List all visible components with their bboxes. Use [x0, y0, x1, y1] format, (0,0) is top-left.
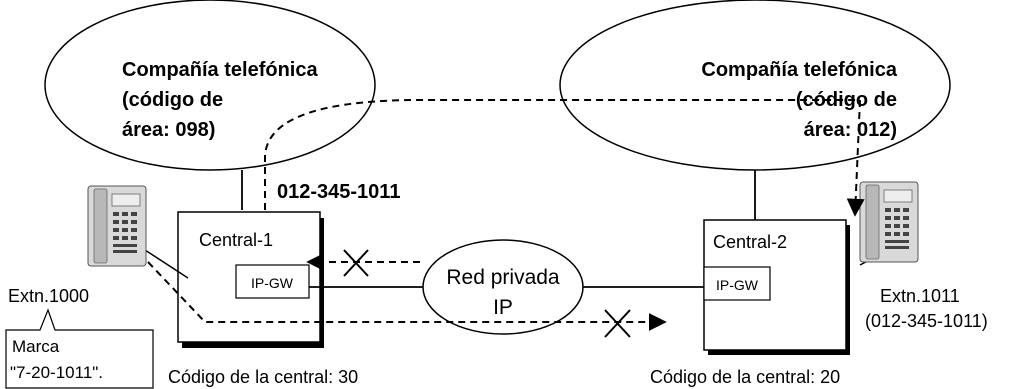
- cloud-right-line3: área: 012): [804, 119, 897, 141]
- dialed-number: 012-345-1011: [277, 181, 400, 203]
- failed-route-to-central-2: [147, 261, 667, 331]
- telephone-icon: [859, 181, 919, 263]
- network-line1: Red privada: [446, 266, 560, 289]
- private-ip-network: Red privada IP: [422, 239, 584, 335]
- ip-gw-label-left: IP-GW: [251, 275, 294, 291]
- callout-line2: "7-20-1011".: [10, 363, 103, 382]
- blocked-x-icon: [604, 309, 631, 338]
- cloud-left-line3: área: 098): [122, 119, 215, 141]
- dial-callout: Marca "7-20-1011".: [5, 308, 154, 389]
- cloud-left-line1: Compañía telefónica: [122, 59, 318, 81]
- pbx-central-2: Central-2 IP-GW: [703, 219, 850, 355]
- blocked-x-icon: [343, 249, 369, 277]
- ip-gw-label-right: IP-GW: [716, 277, 759, 293]
- call-route-via-pstn: [264, 99, 865, 217]
- ip-gw-box-left: [235, 264, 310, 299]
- link-phone-left: [144, 249, 189, 279]
- pbx-central-1: Central-1 IP-GW: [177, 211, 324, 348]
- central-2-code: Código de la central: 20: [650, 367, 840, 387]
- ip-gw-box-right: [703, 266, 771, 301]
- cloud-right-line2: (código de: [796, 89, 897, 111]
- cloud-left-line2: (código de: [122, 89, 223, 111]
- extension-label-left: Extn.1000: [8, 286, 89, 306]
- central-1-name: Central-1: [199, 230, 273, 250]
- phone-company-cloud-left: Compañía telefónica (código de área: 098…: [44, 0, 376, 171]
- central-2-name: Central-2: [713, 232, 787, 252]
- extension-number-right: (012-345-1011): [865, 311, 988, 331]
- network-line2: IP: [493, 296, 513, 319]
- callout-line1: Marca: [12, 337, 60, 356]
- extension-label-right: Extn.1011: [880, 286, 960, 306]
- cloud-right-line1: Compañía telefónica: [701, 59, 897, 81]
- telephone-icon: [87, 185, 147, 267]
- central-1-code: Código de la central: 30: [168, 367, 358, 387]
- phone-company-cloud-right: Compañía telefónica (código de área: 012…: [559, 0, 951, 171]
